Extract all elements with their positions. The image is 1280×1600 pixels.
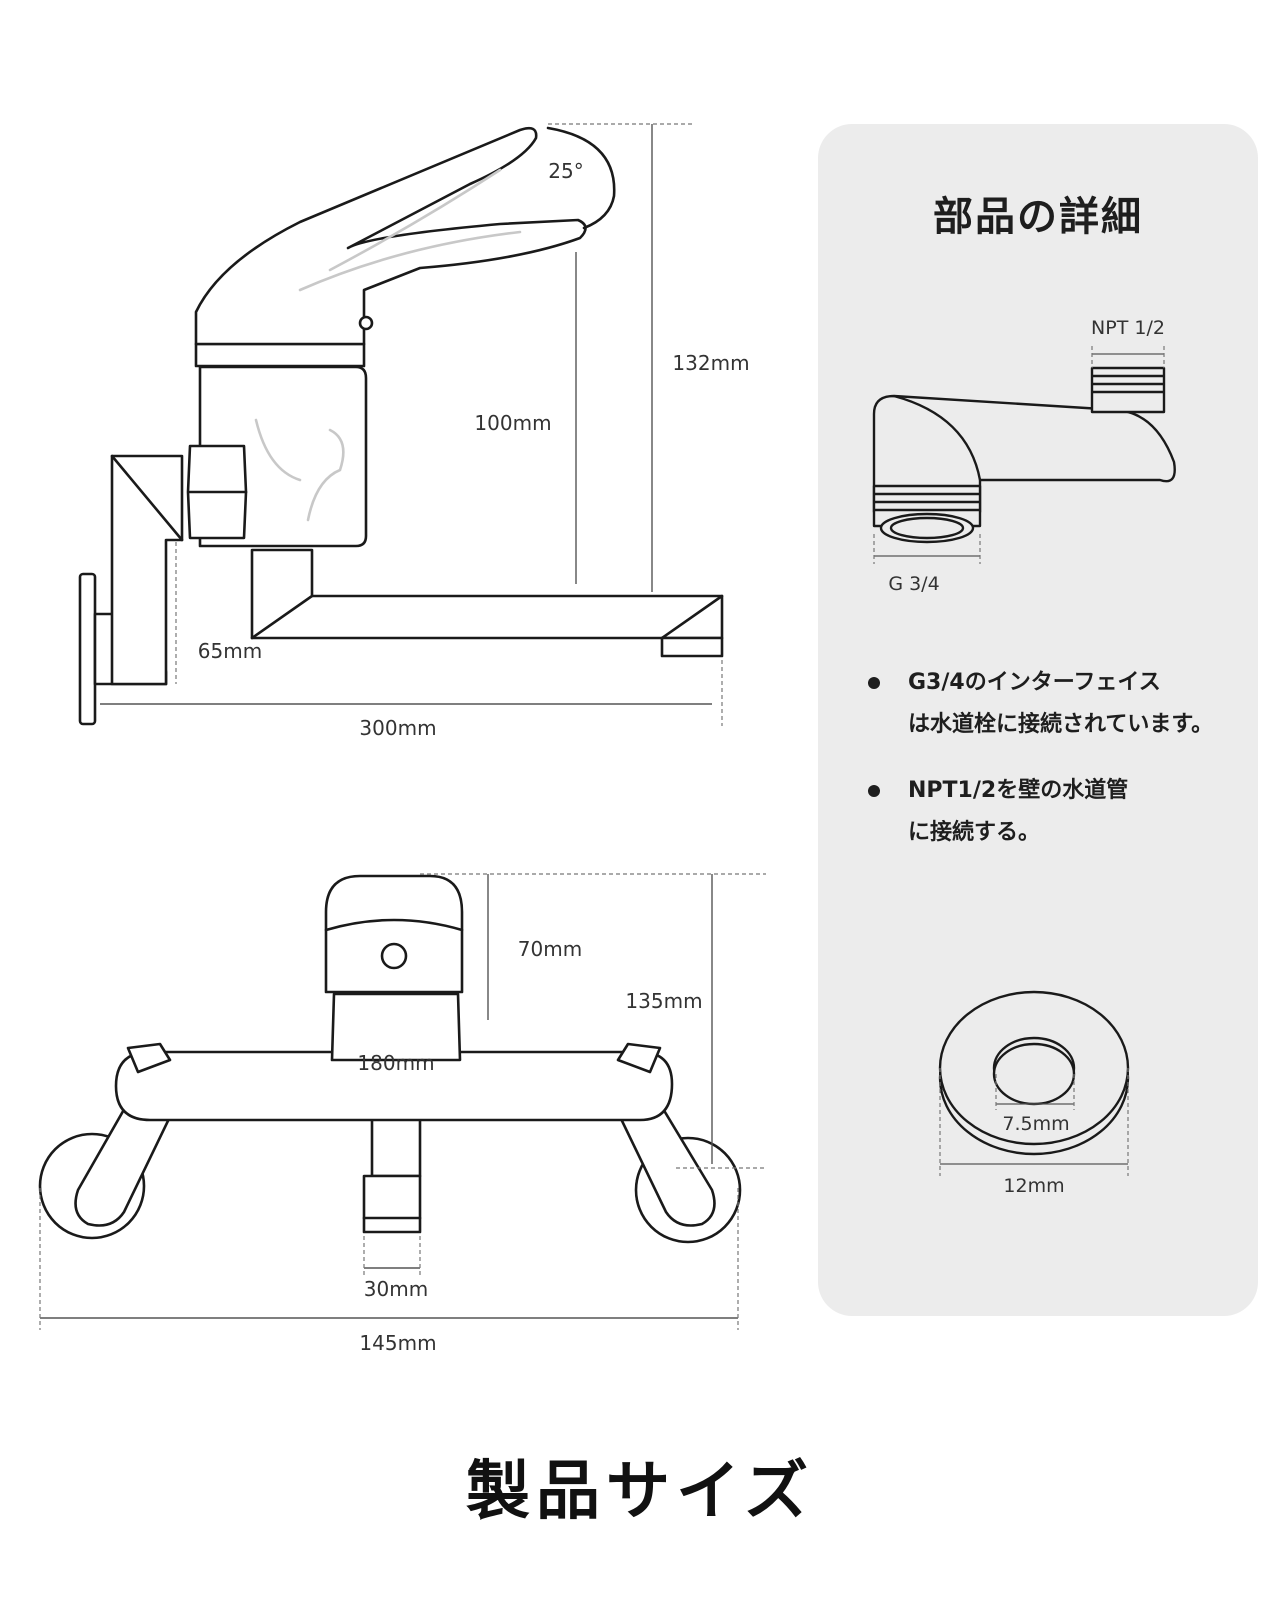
front-handle bbox=[324, 874, 464, 994]
connector-top-label: NPT 1/2 bbox=[1091, 317, 1165, 339]
front-body bbox=[114, 1050, 674, 1122]
dim-65mm: 65mm bbox=[198, 639, 262, 663]
connector-elbow bbox=[872, 366, 1176, 544]
dim-145mm: 145mm bbox=[359, 1331, 436, 1355]
bullet-dot bbox=[868, 785, 880, 797]
handle-lever bbox=[194, 126, 587, 346]
bullet-g34-line2: は水道栓に接続されています。 bbox=[908, 712, 1214, 737]
parts-detail-panel: 部品の詳細 .pl { fill: #ececec; stroke: #1a1a… bbox=[818, 124, 1258, 1316]
dim-180mm: 180mm bbox=[357, 1051, 434, 1075]
dim-70mm: 70mm bbox=[518, 937, 582, 961]
front-neck bbox=[330, 992, 462, 1062]
aerator bbox=[660, 636, 724, 658]
ring-outer-label: 12mm bbox=[1003, 1175, 1064, 1197]
product-size-title: 製品サイズ bbox=[465, 1455, 815, 1529]
dim-300mm: 300mm bbox=[359, 716, 436, 740]
dim-135mm: 135mm bbox=[625, 989, 702, 1013]
angle-label: 25° bbox=[548, 159, 583, 183]
bullet-dot bbox=[868, 677, 880, 689]
bullet-npt12-line2: に接続する。 bbox=[908, 820, 1041, 845]
bullet-g34: G3/4のインターフェイス は水道栓に接続されています。 bbox=[868, 662, 1240, 746]
connector-bottom-label: G 3/4 bbox=[888, 573, 939, 595]
dim-100mm: 100mm bbox=[474, 411, 551, 435]
panel-drawings: .pl { fill: #ececec; stroke: #1a1a1a; st… bbox=[872, 317, 1176, 1197]
panel-title: 部品の詳細 bbox=[933, 194, 1143, 240]
washer-ring bbox=[938, 990, 1130, 1156]
side-view-faucet bbox=[78, 126, 724, 726]
bullet-npt12: NPT1/2を壁の水道管 に接続する。 bbox=[868, 770, 1240, 854]
angle-arc bbox=[546, 126, 616, 230]
elbow-body bbox=[110, 454, 184, 686]
handle-base bbox=[194, 342, 366, 368]
bullet-npt12-line1: NPT1/2を壁の水道管 bbox=[908, 778, 1129, 803]
top-thread bbox=[1090, 366, 1166, 414]
bullet-g34-line1: G3/4のインターフェイス bbox=[908, 670, 1161, 695]
dim-132mm: 132mm bbox=[672, 351, 749, 375]
side-view-dimensions bbox=[100, 123, 723, 726]
front-view-faucet bbox=[38, 874, 742, 1244]
wall-flange bbox=[78, 572, 97, 726]
dim-30mm: 30mm bbox=[364, 1277, 428, 1301]
ring-inner-label: 7.5mm bbox=[1002, 1113, 1069, 1135]
front-view-dimensions bbox=[39, 873, 766, 1330]
front-handle-button bbox=[380, 942, 408, 970]
